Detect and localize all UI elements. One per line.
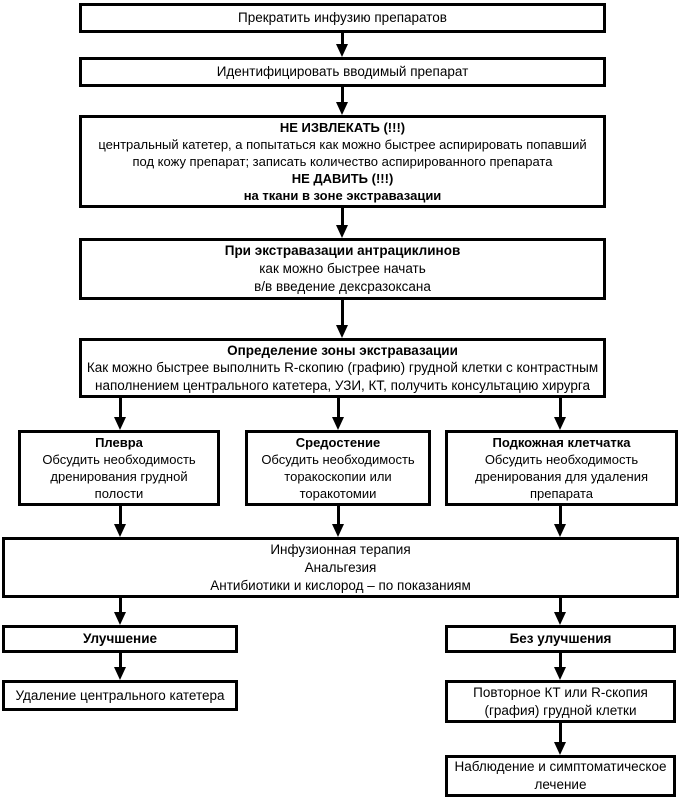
arrow-stem	[340, 33, 344, 45]
arrowhead-icon	[114, 524, 126, 537]
arrow-down-icon	[113, 653, 127, 680]
arrow-stem	[558, 723, 562, 743]
arrow-down-icon	[553, 598, 567, 625]
text-line: Обсудить необходимость	[261, 452, 415, 467]
node-identify-drug: Идентифицировать вводимый препарат	[79, 57, 606, 87]
node-pleura: Плевра Обсудить необходимость дренирован…	[18, 430, 220, 506]
node-zone-detection: Определение зоны экстравазации Как можно…	[79, 338, 606, 398]
text-line: полости	[94, 486, 144, 501]
text-line-bold: на ткани в зоне экстравазации	[243, 188, 442, 203]
arrow-stem	[118, 506, 122, 525]
arrowhead-icon	[554, 417, 566, 430]
arrowhead-icon	[332, 524, 344, 537]
text-line-bold: Без улучшения	[509, 631, 612, 646]
text-line: Идентифицировать вводимый препарат	[216, 64, 469, 79]
arrowhead-icon	[114, 612, 126, 625]
node-stop-infusion: Прекратить инфузию препаратов	[79, 3, 606, 33]
node-do-not-remove: НЕ ИЗВЛЕКАТЬ (!!!) центральный катетер, …	[79, 115, 606, 208]
arrow-stem	[118, 598, 122, 613]
text-line: (графия) грудной клетки	[484, 702, 637, 718]
text-line: Удаление центрального катетера	[15, 687, 225, 703]
arrowhead-icon	[114, 417, 126, 430]
text-line: Инфузионная терапия	[270, 541, 411, 557]
text-line: Повторное КТ или R-скопия	[473, 684, 648, 700]
text-line: Анальгезия	[304, 559, 377, 575]
arrowhead-icon	[554, 742, 566, 755]
text-line: Наблюдение и симптоматическое	[454, 759, 667, 774]
arrow-stem	[558, 598, 562, 613]
arrow-stem	[340, 87, 344, 103]
text-line: Антибиотики и кислород – по показаниям	[210, 577, 471, 593]
arrowhead-icon	[554, 524, 566, 537]
arrow-stem	[558, 506, 562, 525]
arrow-stem	[336, 398, 340, 418]
text-line-bold: Улучшение	[82, 631, 157, 646]
text-line-bold: Средостение	[295, 435, 381, 450]
text-line: Обсудить необходимость	[484, 452, 639, 467]
arrow-stem	[340, 300, 344, 326]
arrow-down-icon	[335, 33, 349, 57]
text-line: Прекратить инфузию препаратов	[238, 10, 447, 25]
node-observation: Наблюдение и симптоматическое лечение	[445, 755, 676, 797]
text-line-bold: Плевра	[95, 435, 143, 450]
arrow-stem	[340, 208, 344, 226]
arrow-down-icon	[335, 87, 349, 115]
arrowhead-icon	[336, 325, 348, 338]
arrowhead-icon	[336, 44, 348, 57]
arrow-down-icon	[553, 398, 567, 430]
arrow-down-icon	[553, 723, 567, 755]
text-line: лечение	[534, 777, 587, 792]
arrowhead-icon	[114, 667, 126, 680]
arrow-down-icon	[335, 300, 349, 338]
arrowhead-icon	[554, 667, 566, 680]
text-line-bold: При экстравазации антрациклинов	[224, 243, 461, 258]
arrow-stem	[558, 653, 562, 668]
arrow-down-icon	[331, 398, 345, 430]
text-line-bold: НЕ ИЗВЛЕКАТЬ (!!!)	[279, 120, 406, 135]
node-anthracycline: При экстравазации антрациклинов как можн…	[79, 238, 606, 300]
arrow-stem	[118, 398, 122, 418]
arrow-down-icon	[553, 653, 567, 680]
arrowhead-icon	[554, 612, 566, 625]
node-no-improvement: Без улучшения	[445, 625, 676, 653]
arrow-down-icon	[335, 208, 349, 238]
text-line: Обсудить необходимость	[42, 452, 196, 467]
arrow-down-icon	[113, 598, 127, 625]
text-line: центральный катетер, а попытаться как мо…	[98, 137, 587, 152]
arrow-stem	[336, 506, 340, 525]
text-line-bold: НЕ ДАВИТЬ (!!!)	[291, 171, 394, 186]
text-line: дренирования для удаления	[474, 469, 649, 484]
arrow-stem	[558, 398, 562, 418]
arrowhead-icon	[336, 102, 348, 115]
text-line-bold: Определение зоны экстравазации	[227, 342, 458, 358]
arrow-down-icon	[113, 506, 127, 537]
node-supportive-therapy: Инфузионная терапия Анальгезия Антибиоти…	[2, 537, 679, 598]
text-line: в/в введение дексразоксана	[254, 279, 431, 294]
arrow-down-icon	[553, 506, 567, 537]
text-line: препарата	[530, 486, 593, 501]
arrowhead-icon	[332, 417, 344, 430]
text-line: торакотомии	[299, 486, 377, 501]
node-remove-catheter: Удаление центрального катетера	[2, 680, 238, 711]
text-line: Как можно быстрее выполнить R-скопию (гр…	[86, 360, 599, 376]
arrowhead-icon	[336, 225, 348, 238]
node-subcutaneous: Подкожная клетчатка Обсудить необходимос…	[445, 430, 678, 506]
node-mediastinum: Средостение Обсудить необходимость торак…	[245, 430, 431, 506]
arrow-down-icon	[113, 398, 127, 430]
arrow-stem	[118, 653, 122, 668]
arrow-down-icon	[331, 506, 345, 537]
text-line: торакоскопии или	[284, 469, 392, 484]
text-line: наполнением центрального катетера, УЗИ, …	[94, 377, 591, 393]
text-line: как можно быстрее начать	[259, 261, 426, 276]
text-line-bold: Подкожная клетчатка	[492, 435, 631, 450]
text-line: дренирования грудной	[50, 469, 188, 484]
text-line: под кожу препарат; записать количество а…	[132, 154, 553, 169]
node-repeat-imaging: Повторное КТ или R-скопия (графия) грудн…	[445, 680, 676, 723]
node-improvement: Улучшение	[2, 625, 238, 653]
